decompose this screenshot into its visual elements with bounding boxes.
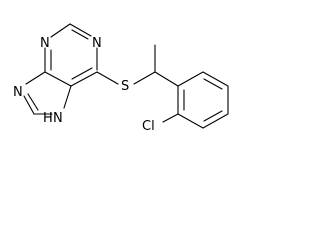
bond-ar4-ar5 bbox=[202, 113, 229, 129]
bond-n3-c2 bbox=[50, 23, 71, 38]
bond-c4-n9 bbox=[25, 71, 46, 85]
atom-n1: N bbox=[92, 36, 102, 51]
bond-ar2-ar3 bbox=[202, 71, 229, 87]
bond-ch-aryl bbox=[154, 71, 179, 87]
atom-n9: N bbox=[13, 85, 23, 100]
bond-ar4-ar5-inner bbox=[203, 110, 223, 122]
thioether-linker bbox=[96, 44, 179, 87]
atom-h-on-n7: H bbox=[43, 111, 53, 126]
structure-svg: N N N N H S Cl bbox=[13, 23, 229, 134]
bond-ar6-cl bbox=[162, 113, 179, 123]
molecule-diagram: N N N N H S Cl bbox=[13, 23, 229, 134]
bond-c6-c5 bbox=[70, 71, 98, 87]
bond-ar5-ar6 bbox=[177, 113, 204, 129]
imidazole-ring bbox=[23, 71, 72, 115]
bond-s-ch bbox=[133, 71, 156, 85]
chlorophenyl-ring bbox=[162, 71, 229, 129]
bond-c2-n1-double bbox=[71, 29, 89, 40]
atom-sulfur: S bbox=[121, 79, 129, 94]
atom-n3: N bbox=[40, 36, 50, 51]
bond-ar2-ar3-inner bbox=[203, 78, 223, 90]
bond-c6-s bbox=[96, 71, 119, 85]
bond-c2-n1 bbox=[69, 23, 92, 37]
bond-n7-c5 bbox=[63, 85, 72, 109]
atom-n7: N bbox=[53, 111, 63, 126]
bond-n9-c8-double bbox=[27, 93, 39, 111]
bond-n9-c8 bbox=[23, 95, 35, 115]
pyrimidine-ring bbox=[44, 23, 98, 87]
bond-c5-c4 bbox=[44, 71, 72, 87]
bond-ar1-ar2 bbox=[177, 71, 204, 87]
atom-chlorine: Cl bbox=[142, 119, 155, 134]
bond-c6-c5-double bbox=[71, 67, 93, 80]
